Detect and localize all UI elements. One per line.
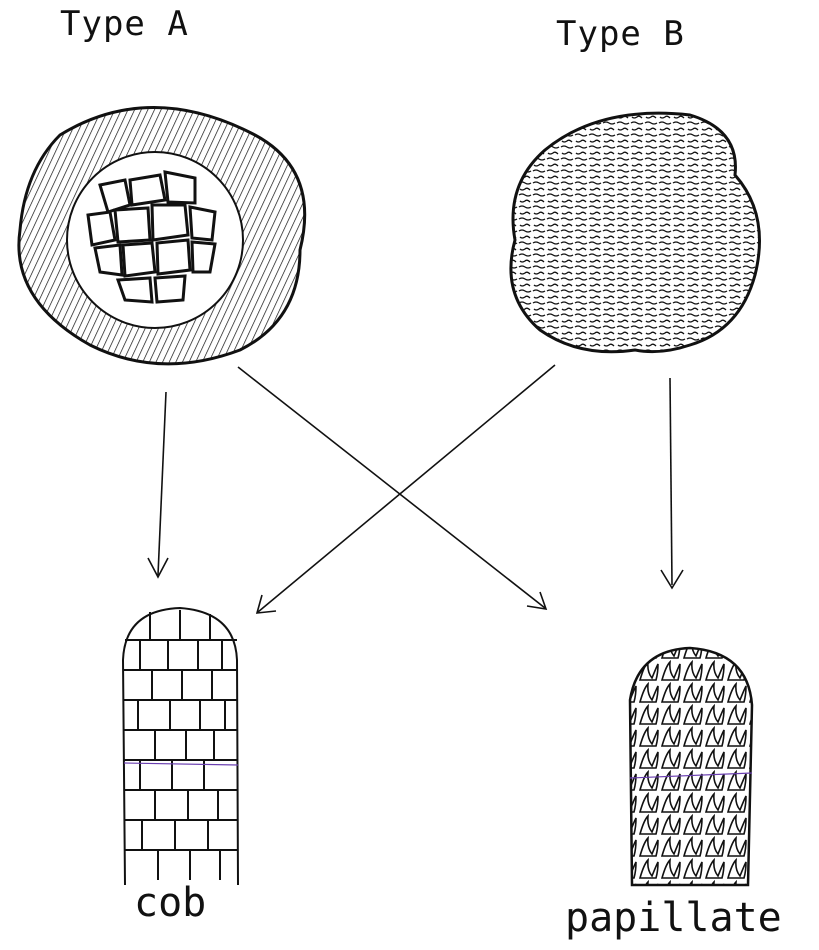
arrow-b-to-cob [257,365,555,613]
cob-label: cob [134,880,206,926]
papillate-label: papillate [565,895,782,941]
papillate-stigma-illustration [630,648,752,885]
arrow-a-to-papillate [238,367,546,609]
papillate-outline [630,648,752,885]
arrow-a-to-cob [148,392,168,577]
type-b-outer-wall [511,113,760,352]
arrow-b-to-papillate [661,378,683,588]
arrows [148,365,683,613]
type-b-pollen-illustration [511,113,760,352]
cob-cells [124,610,238,880]
type-a-pollen-illustration [19,108,305,364]
cob-marker-line [124,763,238,765]
cob-stigma-illustration [123,608,238,885]
